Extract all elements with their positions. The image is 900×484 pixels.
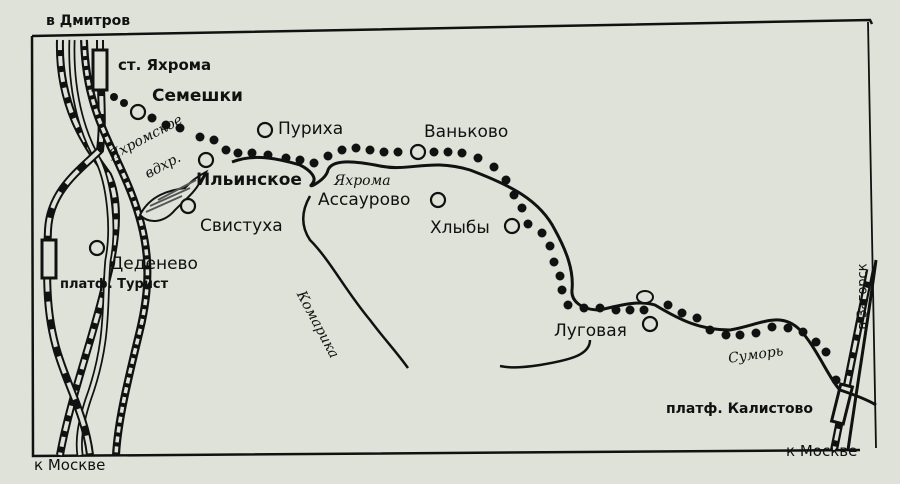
settlement-markers: [88, 103, 659, 333]
river-komarikha: [302, 195, 410, 369]
label-semeshki: Семешки: [152, 86, 243, 106]
station-yakhroma-marker: [91, 48, 109, 92]
label-dedenevo: Деденево: [110, 254, 198, 274]
lake-lugovaya: [636, 290, 654, 304]
station-turist-marker: [40, 238, 58, 280]
map-frame: [30, 18, 877, 458]
reservoir-yakhroma: [138, 169, 209, 222]
label-to-zagorsk: в Загорск: [855, 263, 871, 330]
label-station-yakhroma: ст. Яхрома: [118, 56, 212, 74]
label-assaurovo: Ассаурово: [318, 190, 411, 210]
label-svistukha: Свистуха: [200, 216, 283, 236]
marker-assaurovo: [429, 191, 447, 209]
label-purikha: Пуриха: [278, 119, 344, 139]
label-to-dmitrov: в Дмитров: [46, 13, 131, 29]
label-platform-turist: платф. Турист: [60, 277, 169, 292]
label-to-moscow-right: к Москве: [786, 442, 858, 460]
label-platform-kalistovo: платф. Калистово: [666, 401, 814, 417]
marker-lugovaya: [641, 315, 659, 333]
marker-ilinskoe: [197, 151, 215, 169]
marker-khlyby: [503, 217, 521, 235]
railway-dmitrov-line: [43, 39, 152, 456]
label-khlyby: Хлыбы: [430, 218, 490, 238]
river-yakhroma: [231, 155, 877, 407]
marker-vankovo: [409, 143, 427, 161]
marker-svistukha: [179, 197, 197, 215]
label-lugovaya: Луговая: [554, 321, 627, 341]
label-to-moscow-left: к Москве: [34, 456, 106, 474]
hiking-route: [110, 93, 841, 385]
label-vankovo: Ваньково: [424, 122, 509, 142]
river-lugovaya-tributary: [499, 339, 592, 369]
marker-purikha: [256, 121, 274, 139]
railway-zagorsk-line: [830, 259, 878, 451]
label-ilinskoe: Ильинское: [196, 170, 302, 190]
marker-semeshki: [129, 103, 147, 121]
label-river-yakhroma: Яхрома: [334, 173, 391, 189]
marker-dedenevo: [88, 239, 106, 257]
